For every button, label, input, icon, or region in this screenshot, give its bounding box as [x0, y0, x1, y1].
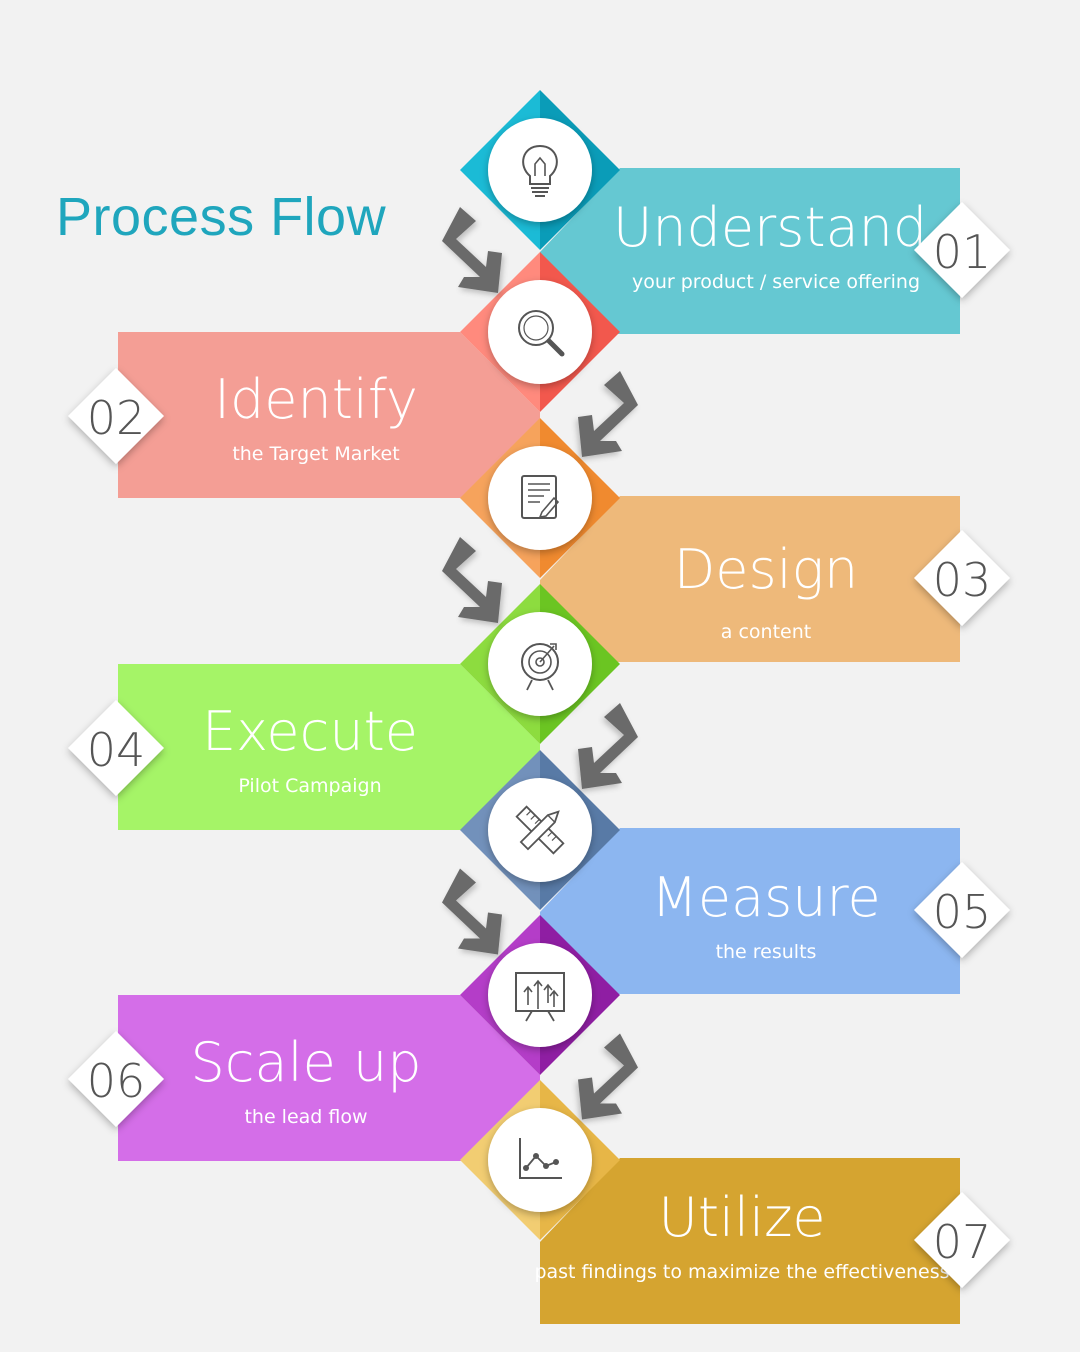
icon-badge-02 [488, 280, 592, 384]
step-title: Identify [214, 368, 418, 431]
step-ribbon-06 [118, 995, 540, 1161]
step-text-06: Scale up the lead flow [191, 1031, 422, 1128]
step-subtitle: the lead flow [244, 1106, 367, 1128]
magnifier-icon [518, 310, 565, 357]
step-text-05: Measure the results [651, 866, 881, 963]
step-title: Measure [651, 866, 881, 929]
icon-badge-06 [488, 943, 592, 1047]
step-title: Scale up [191, 1031, 422, 1094]
step-number-badge: 03 [914, 530, 1010, 626]
ribbon-band [540, 1158, 960, 1324]
step-number: 02 [87, 391, 146, 445]
flow-arrow [442, 207, 502, 293]
ribbon-band [118, 664, 540, 830]
flow-arrow [578, 1033, 638, 1120]
step-ribbon-02 [118, 332, 540, 498]
step-ribbons [118, 168, 960, 1324]
document-pencil-icon [521, 475, 560, 519]
ribbon-band [118, 332, 540, 498]
step-subtitle: the results [716, 941, 817, 963]
step-subtitle: the Target Market [232, 443, 399, 465]
step-number: 03 [933, 553, 992, 607]
step-text-07: Utilize past findings to maximize the eff… [534, 1186, 949, 1283]
flow-arrow [578, 371, 638, 457]
step-number-badge: 05 [914, 862, 1010, 958]
ruler-pencil-icon [515, 805, 565, 855]
step-title: Execute [202, 700, 418, 763]
icon-circle [488, 280, 592, 384]
ribbon-band [540, 168, 960, 334]
step-number-badge: 01 [914, 202, 1010, 298]
icon-circle [488, 118, 592, 222]
icon-circle [488, 612, 592, 716]
ribbon-band [540, 496, 960, 662]
lightbulb-icon [522, 144, 558, 197]
step-number-badge: 02 [68, 368, 164, 464]
growth-board-icon [515, 972, 565, 1022]
step-title: Design [674, 538, 859, 601]
step-number: 07 [933, 1215, 992, 1269]
icon-badge-05 [488, 778, 592, 882]
step-labels: Understand your product / service offerin… [68, 196, 1010, 1288]
step-text-02: Identify the Target Market [214, 368, 418, 465]
flow-arrow [442, 537, 502, 623]
step-ribbon-03 [540, 496, 960, 662]
step-number: 05 [933, 885, 992, 939]
step-ribbon-01 [540, 168, 960, 334]
step-ribbon-07 [540, 1158, 960, 1324]
icon-badge-03 [488, 446, 592, 550]
step-subtitle: a content [721, 621, 811, 643]
step-subtitle: Pilot Campaign [238, 775, 381, 797]
step-connectors [460, 90, 620, 1240]
step-ribbon-04 [118, 664, 540, 830]
step-subtitle: your product / service offering [632, 271, 920, 293]
icon-badge-01 [488, 118, 592, 222]
flow-arrows [442, 207, 638, 1120]
step-ribbon-05 [540, 828, 960, 994]
flow-arrow [442, 868, 502, 955]
step-number: 04 [87, 723, 146, 777]
flow-arrow [578, 703, 638, 789]
step-text-03: Design a content [674, 538, 859, 643]
step-number-badge: 07 [914, 1192, 1010, 1288]
step-number-badge: 06 [68, 1031, 164, 1127]
icon-circle [488, 943, 592, 1047]
ribbon-band [540, 828, 960, 994]
step-number: 06 [87, 1054, 146, 1108]
step-subtitle: past findings to maximize the effectiven… [534, 1261, 949, 1283]
icon-badge-04 [488, 612, 592, 716]
step-number-badge: 04 [68, 700, 164, 796]
step-number: 01 [933, 225, 992, 279]
ribbon-band [118, 995, 540, 1161]
line-chart-icon [519, 1138, 562, 1179]
step-title: Understand [613, 196, 927, 259]
icon-badge-07 [488, 1108, 592, 1212]
step-title: Utilize [658, 1186, 825, 1249]
target-icon [521, 643, 559, 691]
page-title: Process Flow [56, 187, 387, 247]
icon-circle [488, 446, 592, 550]
step-text-01: Understand your product / service offerin… [613, 196, 927, 293]
